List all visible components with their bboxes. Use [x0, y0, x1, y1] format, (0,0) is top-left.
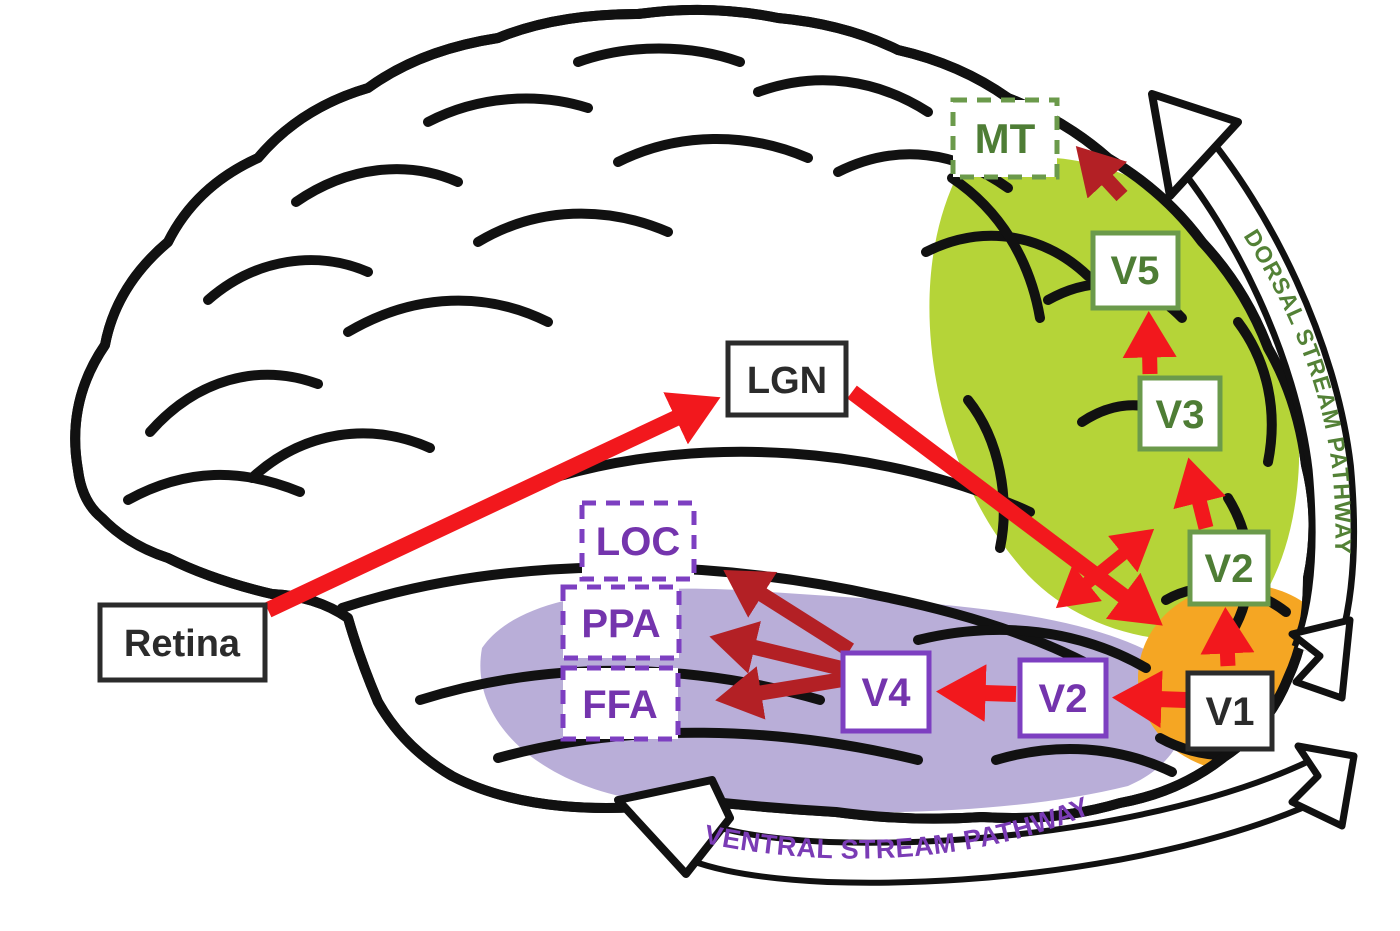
region-boxes: Retina LGN V1 V2 V4 LOC PPA FFA [97, 97, 1275, 752]
dark-red-arrows [709, 145, 1128, 720]
arrow-v5-to-mt [1075, 145, 1128, 202]
box-v3: V3 [1137, 375, 1223, 452]
arrow-v1-to-v2-ventral [1112, 670, 1187, 728]
box-v2-ventral: V2 [1017, 657, 1109, 739]
box-v4: V4 [840, 650, 932, 734]
box-lgn: LGN [725, 340, 849, 418]
brain-sulci [123, 43, 1297, 777]
box-ppa-label: PPA [581, 602, 660, 646]
arrow-v4-to-loc [723, 569, 855, 657]
box-v5-label: V5 [1111, 249, 1160, 293]
box-v2-dorsal: V2 [1187, 529, 1271, 607]
ventral-arrow-tail [1288, 742, 1358, 830]
arrow-v2-to-v4 [936, 664, 1017, 722]
arrow-v1-to-v2-dorsal [1200, 607, 1255, 667]
dorsal-stream-arrow [1148, 90, 1358, 702]
arrow-v3-to-v5 [1122, 311, 1177, 375]
box-v2-ventral-label: V2 [1039, 677, 1088, 721]
box-v1-label: V1 [1206, 690, 1255, 734]
arrow-v2-to-v3 [1173, 457, 1226, 530]
box-v1: V1 [1185, 670, 1275, 752]
arrow-stream-split-double [1055, 528, 1155, 609]
box-v2-dorsal-label: V2 [1205, 547, 1254, 591]
box-ffa: FFA [560, 665, 681, 742]
box-ffa-label: FFA [582, 683, 658, 727]
arrow-retina-to-lgn [264, 392, 721, 618]
dorsal-arrowhead [1148, 90, 1242, 200]
red-arrows [264, 311, 1255, 728]
ventral-stream-arrow [614, 742, 1358, 886]
box-mt: MT [950, 97, 1060, 180]
box-loc: LOC [579, 500, 697, 582]
box-v5: V5 [1090, 230, 1181, 311]
box-retina-label: Retina [124, 623, 241, 665]
box-lgn-label: LGN [747, 360, 827, 402]
box-mt-label: MT [975, 115, 1036, 162]
box-retina: Retina [97, 602, 268, 683]
box-v4-label: V4 [862, 671, 912, 715]
box-loc-label: LOC [596, 520, 680, 564]
arrow-v4-to-ppa [709, 621, 850, 678]
ventral-arrowhead [614, 776, 734, 878]
box-v3-label: V3 [1156, 393, 1205, 437]
arrow-v4-to-ffa [715, 666, 854, 720]
box-ppa: PPA [560, 584, 682, 661]
dorsal-arrow-tail [1288, 616, 1354, 702]
